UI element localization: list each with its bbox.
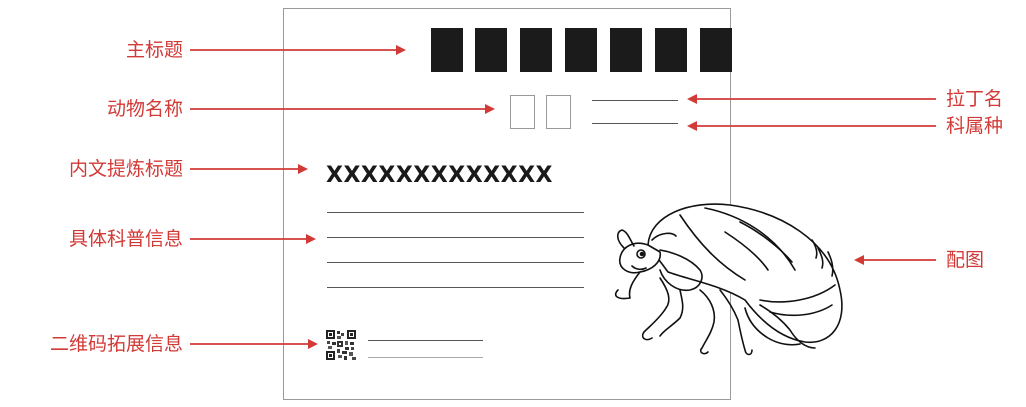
- title-block: [700, 28, 732, 72]
- title-block: [520, 28, 552, 72]
- science-info-line: [327, 237, 584, 238]
- label-qr-info: 二维码拓展信息: [49, 333, 183, 355]
- animal-name-box: [510, 95, 535, 129]
- title-block: [655, 28, 687, 72]
- qr-info-line: [368, 340, 483, 341]
- family-genus-line: [592, 123, 678, 124]
- label-illustration: 配图: [946, 249, 985, 271]
- qr-info-line: [368, 357, 483, 358]
- title-block: [475, 28, 507, 72]
- title-block: [431, 28, 463, 72]
- animal-name-box: [546, 95, 571, 129]
- title-block: [610, 28, 642, 72]
- label-science-info: 具体科普信息: [68, 228, 183, 250]
- label-animal-name: 动物名称: [106, 98, 183, 120]
- latin-name-line: [592, 100, 678, 101]
- science-info-line: [327, 262, 584, 263]
- label-latin-name: 拉丁名: [946, 88, 1004, 110]
- label-family-genus: 科属种: [946, 115, 1004, 137]
- title-block: [565, 28, 597, 72]
- label-inner-title: 内文提炼标题: [68, 158, 183, 180]
- science-info-line: [327, 287, 584, 288]
- inner-title-sample: XXXXXXXXXXXXX: [326, 163, 554, 188]
- poster-card: [283, 8, 731, 400]
- science-info-line: [327, 212, 584, 213]
- label-main-title: 主标题: [125, 39, 183, 61]
